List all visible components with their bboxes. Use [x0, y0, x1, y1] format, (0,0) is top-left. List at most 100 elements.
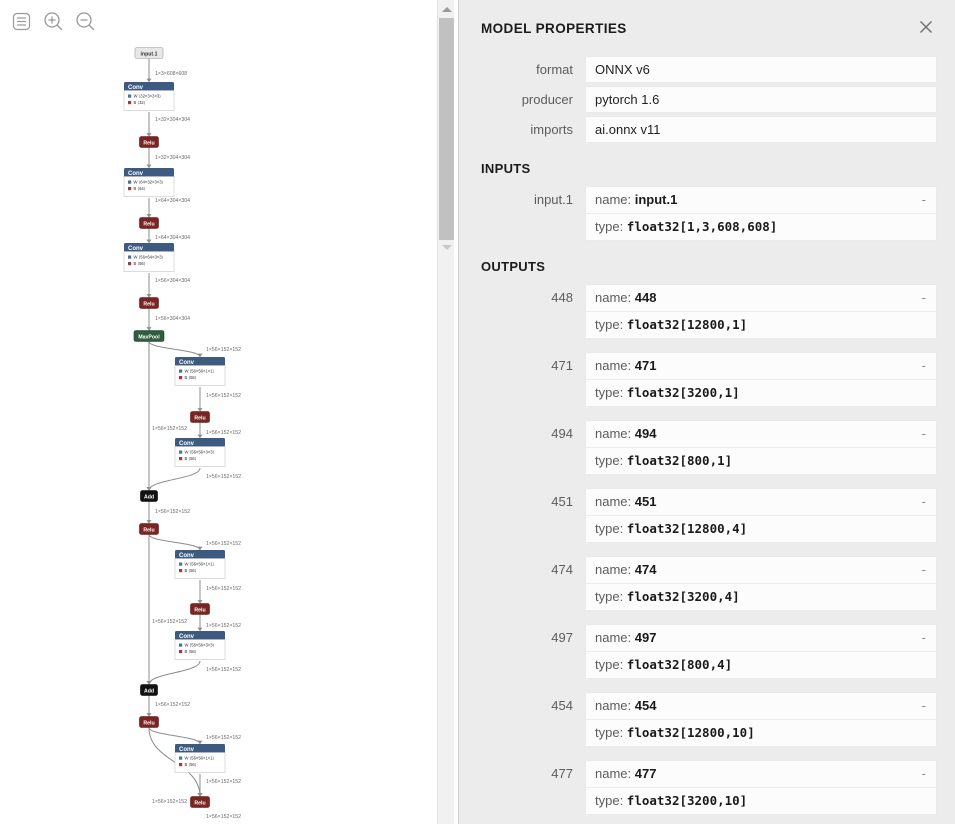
- zoom-out-icon[interactable]: [72, 8, 98, 34]
- canvas-vertical-scrollbar[interactable]: [437, 0, 454, 824]
- scroll-down-arrow-icon[interactable]: [438, 241, 455, 253]
- conv-bias-param: B ⟨56⟩: [185, 649, 197, 654]
- output-name-line: name: 451-: [586, 489, 936, 515]
- graph-node-relu[interactable]: Relu: [139, 523, 159, 535]
- graph-edge-arrow: [146, 78, 152, 82]
- edge-label: 1×56×152×152: [152, 619, 187, 625]
- node-label: Conv: [128, 171, 144, 177]
- edge-label: 1×64×304×304: [155, 198, 190, 204]
- name-prefix: name:: [595, 290, 635, 305]
- graph-node-relu[interactable]: Relu: [139, 716, 159, 728]
- properties-icon[interactable]: [8, 8, 34, 34]
- expander-toggle[interactable]: -: [921, 562, 926, 577]
- expander-toggle[interactable]: -: [921, 358, 926, 373]
- graph-edge-arrow: [146, 164, 152, 168]
- node-label: Relu: [143, 221, 154, 227]
- graph-edge: [148, 660, 201, 685]
- output-type-line: type: float32[800,1]: [586, 447, 936, 474]
- edge-label: 1×56×152×152: [206, 430, 241, 436]
- property-value: pytorch 1.6: [585, 86, 937, 113]
- node-label: Conv: [179, 360, 195, 366]
- name-prefix: name:: [595, 562, 635, 577]
- input-name-line: name: input.1 -: [586, 187, 936, 213]
- graph-edge-arrow: [146, 681, 152, 685]
- edge-label: 1×56×152×152: [155, 702, 190, 708]
- graph-node-add[interactable]: Add: [140, 684, 158, 696]
- graph-edge-arrow: [146, 520, 152, 524]
- expander-toggle[interactable]: -: [921, 426, 926, 441]
- close-icon[interactable]: [915, 16, 937, 38]
- graph-node-input[interactable]: input.1: [134, 47, 164, 59]
- conv-header: [175, 550, 225, 560]
- node-label: Conv: [179, 441, 195, 447]
- expander-toggle[interactable]: -: [921, 766, 926, 781]
- node-label: Relu: [143, 301, 154, 307]
- input-type-value: float32[1,3,608,608]: [626, 219, 778, 234]
- expander-toggle[interactable]: -: [921, 494, 926, 509]
- conv-bias-param: B ⟨64⟩: [134, 186, 146, 191]
- output-type-line: type: float32[12800,4]: [586, 515, 936, 542]
- output-box: name: 454-type: float32[12800,10]: [585, 692, 937, 747]
- edge-label: 1×56×152×152: [206, 474, 241, 480]
- model-graph[interactable]: 1×3×608×6081×32×304×3041×32×304×3041×64×…: [0, 0, 436, 824]
- graph-node-add[interactable]: Add: [140, 490, 158, 502]
- output-name-line: name: 494-: [586, 421, 936, 447]
- graph-node-maxpool[interactable]: MaxPool: [133, 330, 165, 342]
- graph-node-relu[interactable]: Relu: [190, 796, 210, 808]
- expander-toggle[interactable]: -: [921, 630, 926, 645]
- conv-weight-param: W ⟨32×3×3×3⟩: [134, 94, 162, 99]
- graph-edge-arrow: [197, 600, 203, 604]
- zoom-in-icon[interactable]: [40, 8, 66, 34]
- conv-weight-param: W ⟨56×56×1×1⟩: [185, 562, 215, 567]
- panel-header: MODEL PROPERTIES: [459, 0, 955, 56]
- graph-edge: [148, 467, 201, 491]
- conv-weight-param: W ⟨56×56×1×1⟩: [185, 369, 215, 374]
- conv-weight-param: W ⟨56×56×1×1⟩: [185, 756, 215, 761]
- graph-node-relu[interactable]: Relu: [190, 411, 210, 423]
- edge-label: 1×56×152×152: [206, 541, 241, 547]
- input-name-value: input.1: [634, 192, 678, 207]
- expander-toggle[interactable]: -: [921, 192, 926, 207]
- edge-label: 1×56×152×152: [152, 426, 187, 432]
- node-label: Add: [144, 494, 154, 500]
- name-prefix: name:: [595, 192, 635, 207]
- output-label: 471: [551, 358, 573, 373]
- graph-node-relu[interactable]: Relu: [190, 603, 210, 615]
- expander-toggle[interactable]: -: [921, 698, 926, 713]
- output-type-value: float32[12800,10]: [626, 725, 755, 740]
- scrollbar-thumb[interactable]: [439, 18, 454, 240]
- graph-node-relu[interactable]: Relu: [139, 297, 159, 309]
- page-title: MODEL PROPERTIES: [481, 21, 627, 36]
- output-box: name: 474-type: float32[3200,4]: [585, 556, 937, 611]
- input-box: name: input.1 - type: float32[1,3,608,608]: [585, 186, 937, 241]
- graph-edge: [148, 534, 201, 551]
- type-prefix: type:: [595, 219, 627, 234]
- output-label: 454: [551, 698, 573, 713]
- output-type-value: float32[800,4]: [626, 657, 733, 672]
- expander-toggle[interactable]: -: [921, 290, 926, 305]
- scroll-up-arrow-icon[interactable]: [438, 2, 455, 16]
- graph-node-relu[interactable]: Relu: [139, 217, 159, 229]
- graph-node-relu[interactable]: Relu: [139, 136, 159, 148]
- name-prefix: name:: [595, 630, 635, 645]
- output-name-line: name: 471-: [586, 353, 936, 379]
- name-prefix: name:: [595, 766, 635, 781]
- edge-label: 1×64×304×304: [155, 235, 190, 241]
- type-prefix: type:: [595, 385, 627, 400]
